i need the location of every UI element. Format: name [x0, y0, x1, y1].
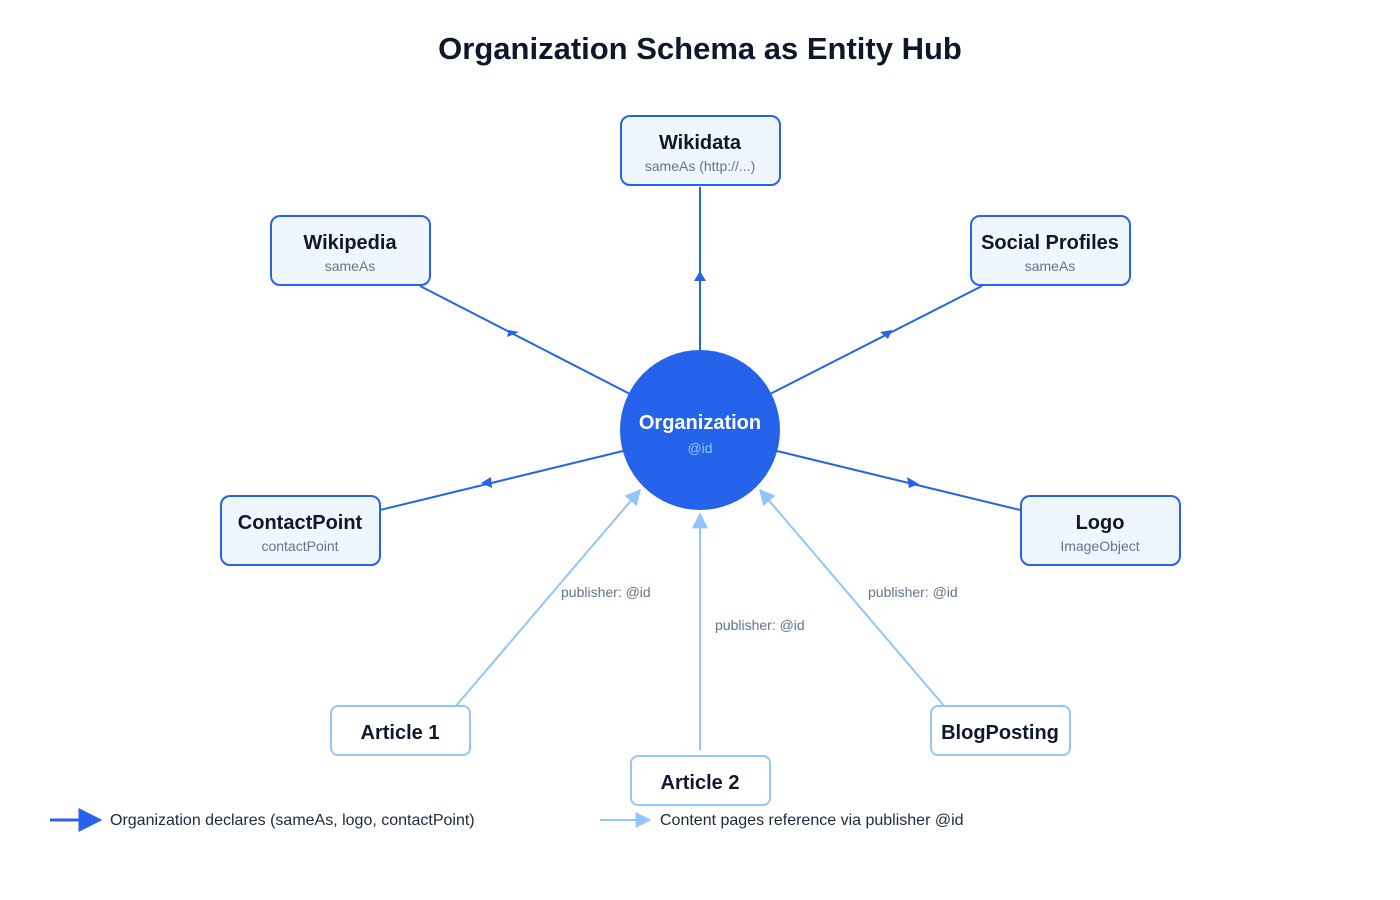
node-social-box — [970, 215, 1131, 286]
node-article1-box — [330, 705, 471, 756]
legend-references-label: Content pages reference via publisher @i… — [660, 812, 964, 829]
edge-wikipedia-arrow — [507, 330, 519, 337]
edge-label-article1: publisher: @id — [561, 584, 651, 600]
edge-social — [769, 285, 983, 395]
node-blogposting-label: BlogPosting — [941, 722, 1059, 744]
node-blogposting-box — [930, 705, 1071, 756]
edge-contactpoint — [379, 450, 624, 511]
node-wikidata-label: Wikidata — [659, 132, 742, 154]
node-logo[interactable]: Logo ImageObject — [1020, 495, 1181, 566]
reference-edges: publisher: @id publisher: @id publisher:… — [454, 488, 958, 750]
organization-hub[interactable]: Organization @id — [620, 350, 780, 510]
edge-label-article2: publisher: @id — [715, 617, 805, 633]
node-social-label: Social Profiles — [981, 232, 1119, 254]
declares-edges — [379, 187, 1021, 511]
node-article-2[interactable]: Article 2 — [630, 755, 771, 806]
edge-contactpoint-arrow — [481, 477, 492, 488]
edge-label-blogposting: publisher: @id — [868, 584, 958, 600]
node-contactpoint-label: ContactPoint — [238, 512, 363, 534]
node-wikipedia-label: Wikipedia — [303, 232, 397, 254]
node-contactpoint[interactable]: ContactPoint contactPoint — [220, 495, 381, 566]
node-article2-label: Article 2 — [661, 772, 740, 794]
node-contactpoint-sublabel: contactPoint — [261, 538, 338, 554]
node-contactpoint-box — [220, 495, 381, 566]
edge-article1 — [454, 488, 642, 708]
node-article1-label: Article 1 — [361, 722, 440, 744]
edge-wikipedia — [419, 285, 631, 395]
node-wikidata[interactable]: Wikidata sameAs (http://...) — [620, 115, 781, 186]
legend: Organization declares (sameAs, logo, con… — [50, 808, 964, 832]
node-logo-label: Logo — [1076, 512, 1125, 534]
hub-label: Organization — [639, 412, 761, 434]
node-wikipedia-sublabel: sameAs — [325, 258, 376, 274]
node-article-1[interactable]: Article 1 — [330, 705, 471, 756]
diagram-title: Organization Schema as Entity Hub — [438, 31, 962, 66]
node-wikipedia-box — [270, 215, 431, 286]
node-social-profiles[interactable]: Social Profiles sameAs — [970, 215, 1131, 286]
edge-wikidata-arrow — [694, 271, 706, 281]
node-blogposting[interactable]: BlogPosting — [930, 705, 1071, 756]
node-social-sublabel: sameAs — [1025, 258, 1076, 274]
node-wikipedia[interactable]: Wikipedia sameAs — [270, 215, 431, 286]
node-logo-box — [1020, 495, 1181, 566]
node-wikidata-box — [620, 115, 781, 186]
node-wikidata-sublabel: sameAs (http://...) — [645, 158, 755, 174]
edge-social-arrow — [880, 330, 892, 339]
edge-logo-arrow — [907, 477, 919, 488]
node-logo-sublabel: ImageObject — [1060, 538, 1139, 554]
hub-sublabel: @id — [687, 440, 712, 456]
edge-logo — [776, 450, 1021, 511]
edge-blogposting — [758, 488, 946, 708]
legend-declares-label: Organization declares (sameAs, logo, con… — [110, 812, 475, 829]
hub-circle — [620, 350, 780, 510]
node-article2-box — [630, 755, 771, 806]
